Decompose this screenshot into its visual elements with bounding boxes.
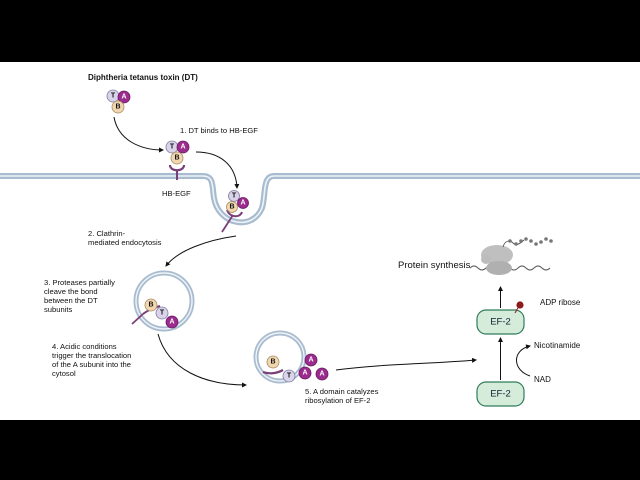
ef2-label-bottom: EF-2 [490, 389, 511, 400]
receptor-label: HB-EGF [162, 189, 191, 198]
arrow-to-vesicle [165, 235, 237, 267]
adp-ribose-dot [516, 301, 524, 309]
endosome-cleavage: B T A [131, 270, 195, 332]
letterbox-top [0, 0, 640, 62]
step-1-label: 1. DT binds to HB-EGF [180, 126, 258, 135]
a-domain-released [315, 367, 329, 381]
t-domain [155, 306, 169, 320]
b-domain-label: B [148, 302, 153, 309]
t-domain [282, 369, 296, 383]
a-domain-label: A [180, 144, 185, 151]
ef2-box-bottom [476, 381, 525, 407]
t-domain-label: T [287, 373, 292, 380]
b-domain-label: B [115, 104, 120, 111]
peptide-beads [508, 237, 553, 246]
b-domain-label: B [270, 359, 275, 366]
cell-membrane-inner-line [0, 175, 640, 224]
b-domain [111, 100, 125, 114]
arrow-nad-nicotinamide [516, 344, 531, 377]
adp-ribose-label: ADP ribose [540, 298, 581, 307]
arrow-to-translocation [157, 333, 247, 388]
a-domain-released [304, 353, 318, 367]
diagram-title: Diphtheria tetanus toxin (DT) [88, 73, 198, 82]
bound-toxin: T A B [165, 140, 190, 180]
step-5-label: 5. A domain catalyzes ribosylation of EF… [305, 387, 381, 405]
ef2-label-top: EF-2 [490, 317, 511, 328]
b-domain [266, 355, 280, 369]
t-domain-label: T [232, 193, 237, 200]
endosome-translocation: B T A A A [253, 330, 329, 384]
figure-panel [0, 62, 640, 420]
step-2-label: 2. Clathrin- mediated endocytosis [88, 229, 162, 247]
a-domain-label: A [240, 200, 245, 207]
arrow-binding [113, 116, 164, 153]
a-domain-label: A [121, 94, 126, 101]
b-domain-label: B [229, 204, 234, 211]
ef2-unmodified: EF-2 [476, 381, 525, 407]
letterbox-bottom [0, 420, 640, 480]
protein-synthesis-label: Protein synthesis [398, 260, 471, 271]
a-domain [176, 140, 190, 154]
t-domain-label: T [160, 310, 165, 317]
a-domain [237, 197, 249, 209]
ribosome [469, 237, 553, 275]
a-domain-label: A [169, 319, 174, 326]
nad-label: NAD [534, 375, 551, 384]
pit-toxin: T A B [221, 190, 249, 233]
a-domain-label: A [319, 371, 324, 378]
a-domain-label: A [308, 357, 313, 364]
a-domain [165, 315, 179, 329]
a-domain [117, 90, 131, 104]
step-4-label: 4. Acidic conditions trigger the translo… [52, 342, 133, 378]
b-domain [144, 298, 158, 312]
a-domain-label: A [302, 370, 307, 377]
arrow-endocytosis-entry [195, 151, 240, 189]
b-domain [170, 151, 184, 165]
b-domain [226, 201, 238, 213]
nascent-peptide [502, 239, 525, 248]
t-domain-label: T [170, 144, 175, 151]
ef2-modified: EF-2 ADP ribose [476, 298, 581, 335]
t-domain-label: T [111, 93, 116, 100]
nicotinamide-label: Nicotinamide [534, 341, 581, 350]
ef2-box-top [476, 309, 525, 335]
a-domain-released [298, 366, 312, 380]
free-toxin: T A B [106, 89, 131, 114]
step-3-label: 3. Proteases partially cleave the bond b… [44, 278, 117, 314]
b-domain-label: B [174, 155, 179, 162]
ribosome-small-subunit [486, 261, 512, 275]
arrow-to-ef2 [335, 357, 477, 371]
